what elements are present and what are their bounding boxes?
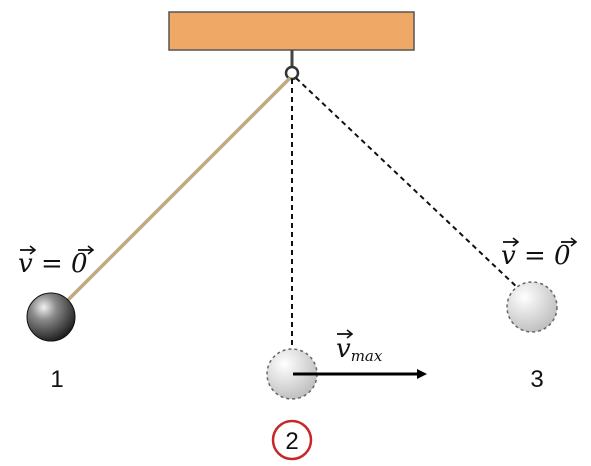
velocity-label-position-1: v = 0 bbox=[18, 245, 95, 279]
ball-position-3 bbox=[506, 281, 558, 333]
ball-position-1 bbox=[26, 292, 76, 342]
velocity-label-position-3: v = 0 bbox=[501, 237, 578, 271]
position-number-1: 1 bbox=[50, 366, 63, 393]
velocity-subscript-2: max bbox=[351, 347, 383, 365]
pivot-ring bbox=[284, 65, 300, 81]
position-number-3: 3 bbox=[530, 366, 543, 393]
position-2-circle-marker bbox=[271, 419, 313, 461]
ceiling-support bbox=[168, 11, 415, 51]
velocity-text-2: v bbox=[336, 334, 351, 364]
svg-text:vmax: vmax bbox=[336, 334, 383, 365]
position-number-2: 2 bbox=[285, 428, 298, 455]
velocity-text-1: v = 0 bbox=[18, 249, 88, 279]
dashed-line-position-3 bbox=[295, 77, 521, 291]
pendulum-string bbox=[62, 76, 292, 306]
velocity-text-3: v = 0 bbox=[501, 241, 571, 271]
velocity-label-position-2: vmax bbox=[336, 329, 383, 365]
